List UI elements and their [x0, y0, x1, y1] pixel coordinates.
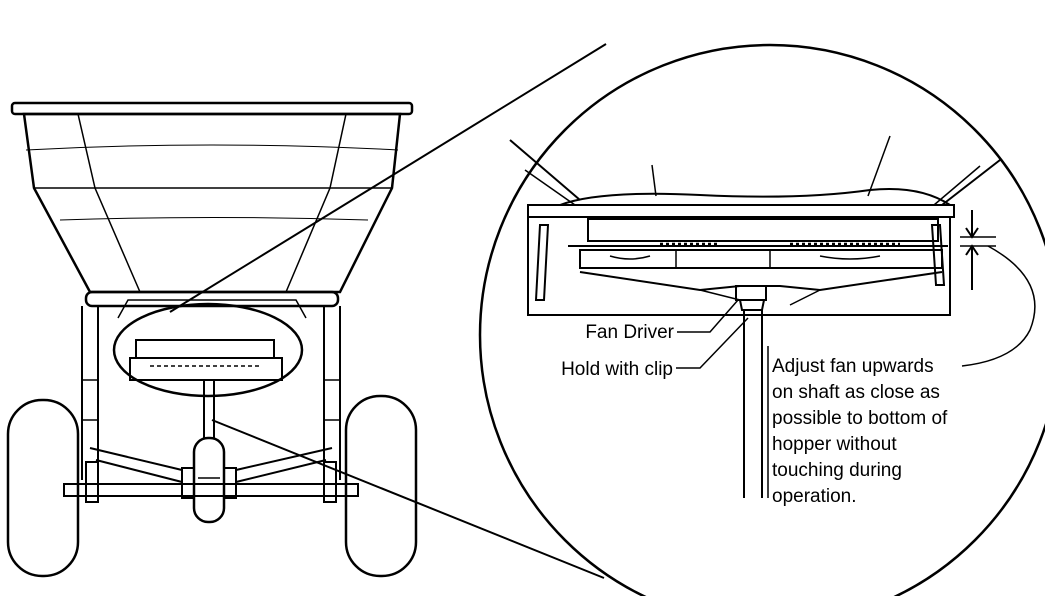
adjust-note-line: possible to bottom of [772, 408, 948, 429]
spinner-fan [568, 218, 948, 306]
adjust-fan-note: Adjust fan upwards on shaft as close as … [772, 356, 948, 507]
detail-view [478, 43, 1045, 596]
spinner-guard [117, 299, 307, 381]
leader-lines [676, 245, 1036, 498]
spreader-overview [6, 101, 418, 578]
detail-circle [478, 43, 1045, 596]
frame [81, 290, 341, 480]
fan-driver-label: Fan Driver [585, 322, 674, 343]
adjust-note-line: Adjust fan upwards [772, 356, 934, 377]
hopper-body [22, 112, 402, 294]
hold-with-clip-label: Hold with clip [561, 359, 673, 380]
clearance-gap-indicator [960, 210, 996, 290]
zoom-connector-lines [169, 43, 607, 579]
shaft [743, 310, 763, 498]
fan-driver-hub [735, 285, 767, 311]
adjust-note-line: hopper without [772, 434, 897, 455]
adjust-note-line: operation. [772, 486, 857, 507]
hopper-rim [10, 101, 414, 116]
adjust-note-line: touching during [772, 460, 902, 481]
adjust-note-line: on shaft as close as [772, 382, 940, 403]
gearbox [181, 436, 237, 524]
right-wheel [344, 394, 418, 578]
hopper-bottom [509, 135, 1001, 218]
drive-shaft [203, 380, 215, 438]
left-wheel [6, 398, 80, 578]
axle [63, 447, 359, 503]
zoom-source-ellipse [112, 302, 304, 398]
